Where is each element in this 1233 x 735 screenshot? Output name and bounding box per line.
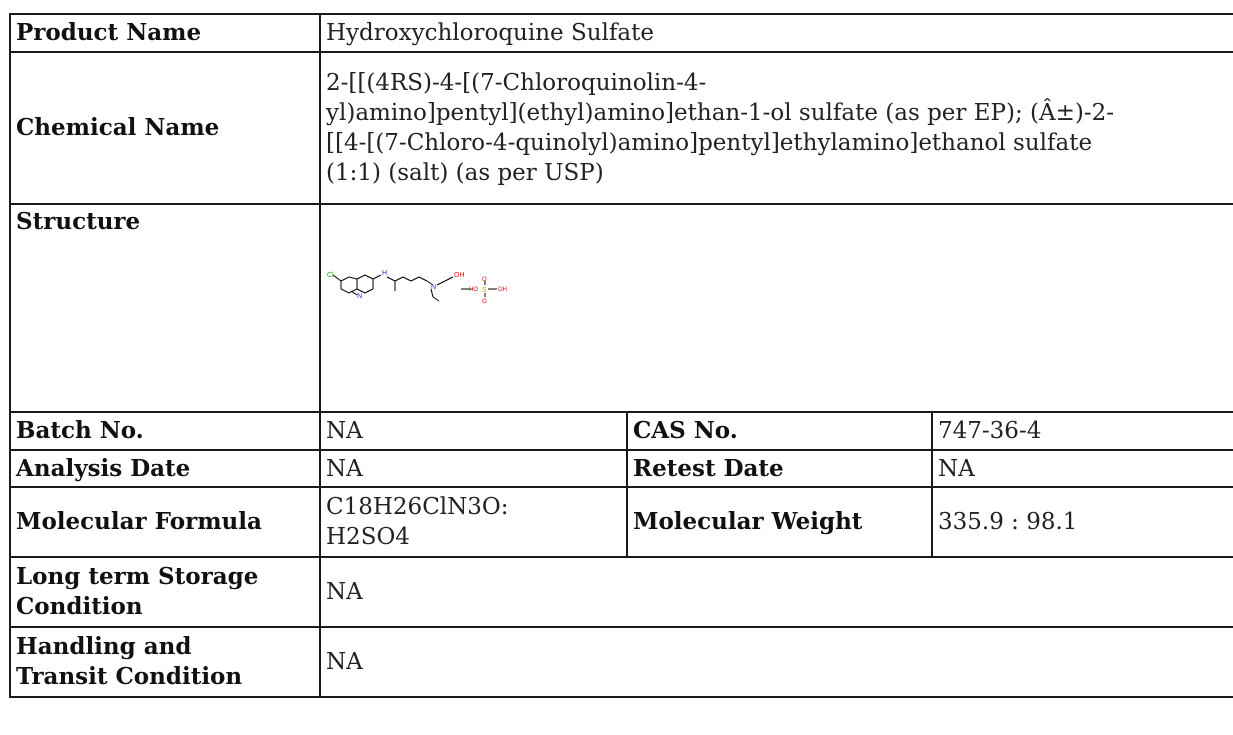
sulfate-oxygen-top: O: [482, 277, 487, 283]
retest-date-label: Retest Date: [626, 449, 933, 488]
chemical-structure-diagram: Cl H N N OH HO S O O OH: [327, 270, 507, 305]
molecular-formula-line: H2SO4: [326, 524, 410, 550]
sulfate-oh-label: OH: [498, 287, 507, 293]
chemical-name-line: yl)amino]pentyl](ethyl)amino]ethan-1-ol …: [326, 100, 1115, 126]
molecular-formula-line: C18H26ClN3O:: [326, 494, 509, 520]
chemical-name-line: 2-[[(4RS)-4-[(7-Chloroquinolin-4-: [326, 70, 707, 96]
long-term-storage-label: Long term Storage Condition: [9, 556, 321, 628]
row-formula-weight: Molecular Formula C18H26ClN3O: H2SO4 Mol…: [9, 486, 1233, 558]
row-long-term-storage: Long term Storage Condition NA: [9, 556, 1233, 628]
analysis-date-value: NA: [319, 449, 628, 488]
chemical-name-line: (1:1) (salt) (as per USP): [326, 160, 604, 186]
handling-transit-label-line: Transit Condition: [16, 663, 243, 690]
chemical-name-line: [[4-[(7-Chloro-4-quinolyl)amino]pentyl]e…: [326, 130, 1093, 156]
chemical-name-value: 2-[[(4RS)-4-[(7-Chloroquinolin-4- yl)ami…: [318, 51, 1233, 205]
long-term-storage-label-line: Long term Storage: [16, 563, 259, 590]
long-term-storage-value: NA: [318, 556, 1233, 628]
structure-bonds: [332, 274, 497, 302]
cas-no-value: 747-36-4: [930, 411, 1233, 451]
nh-atom-label: H: [382, 270, 387, 277]
row-chemical-name: Chemical Name 2-[[(4RS)-4-[(7-Chloroquin…: [9, 51, 1233, 205]
ring-nitrogen-label: N: [357, 293, 362, 300]
structure-label: Structure: [9, 203, 321, 413]
row-structure: Structure: [9, 203, 1233, 413]
row-product-name: Product Name Hydroxychloroquine Sulfate: [9, 13, 1233, 53]
molecular-weight-label: Molecular Weight: [626, 486, 933, 558]
product-name-value: Hydroxychloroquine Sulfate: [318, 13, 1233, 53]
row-dates: Analysis Date NA Retest Date NA: [9, 449, 1233, 488]
molecular-weight-value: 335.9 : 98.1: [930, 486, 1233, 558]
batch-no-label: Batch No.: [9, 411, 321, 451]
molecular-formula-label: Molecular Formula: [9, 486, 321, 558]
chlorine-atom-label: Cl: [327, 272, 334, 279]
hydroxyl-label: OH: [454, 272, 465, 279]
cas-no-label: CAS No.: [626, 411, 933, 451]
handling-transit-label: Handling and Transit Condition: [9, 626, 321, 698]
row-batch-cas: Batch No. NA CAS No. 747-36-4: [9, 411, 1233, 451]
structure-image-cell: Cl H N N OH HO S O O OH: [318, 203, 1233, 413]
row-handling-transit: Handling and Transit Condition NA: [9, 626, 1233, 698]
handling-transit-label-line: Handling and: [16, 633, 192, 660]
amine-nitrogen-label: N: [431, 284, 436, 291]
sulfate-oxygen-bottom: O: [482, 299, 487, 305]
long-term-storage-label-line: Condition: [16, 593, 143, 620]
analysis-date-label: Analysis Date: [9, 449, 321, 488]
handling-transit-value: NA: [318, 626, 1233, 698]
product-name-label: Product Name: [9, 13, 321, 53]
sulfate-ho-label: HO: [469, 287, 478, 293]
molecular-formula-value: C18H26ClN3O: H2SO4: [319, 486, 628, 558]
product-spec-table: Product Name Hydroxychloroquine Sulfate …: [9, 13, 1233, 698]
retest-date-value: NA: [930, 449, 1233, 488]
batch-no-value: NA: [319, 411, 628, 451]
chemical-name-label: Chemical Name: [9, 51, 321, 205]
sulfur-atom-label: S: [482, 287, 487, 294]
